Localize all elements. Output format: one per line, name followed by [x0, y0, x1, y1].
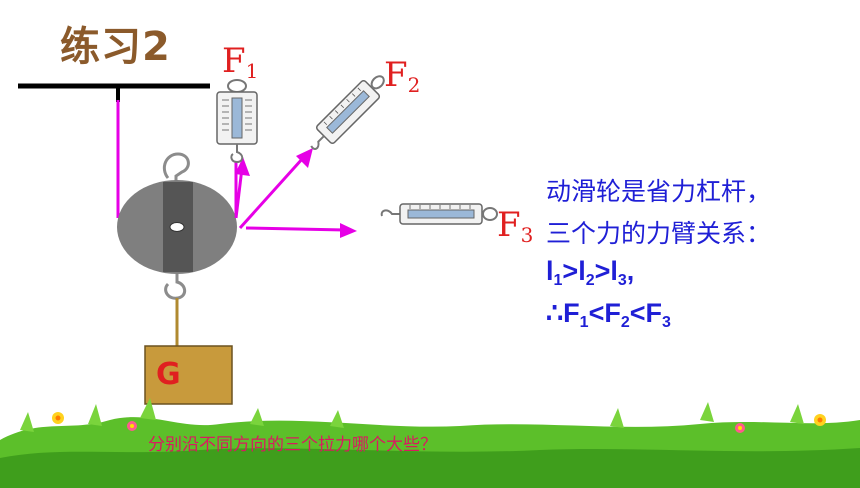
relation-subscript: 1 [553, 272, 563, 289]
force-arrow-2 [238, 148, 313, 230]
explanation-line-2: 三个力的力臂关系： [546, 219, 772, 248]
force-label-text: F [222, 41, 246, 81]
spring-scale-icon [380, 203, 498, 225]
force-label-subscript: 2 [407, 73, 421, 97]
force-label-text: F [384, 55, 408, 95]
relation-part: ∴F [546, 298, 580, 328]
exercise-title: 练习2 [60, 24, 171, 70]
pulley-bottom-hook-icon [164, 274, 187, 300]
force-label-text: F [497, 205, 521, 245]
weight-label: G [156, 357, 181, 392]
force-label-subscript: 3 [520, 223, 534, 247]
relation-part: l [546, 256, 554, 286]
force-label-f3: F3 [497, 208, 533, 245]
force-label-f1: F1 [222, 44, 258, 81]
relation-subscript: 3 [617, 272, 627, 289]
question-text: 分别沿不同方向的三个拉力哪个大些？ [148, 435, 437, 455]
flower-icon [52, 412, 826, 433]
lever-arm-relation: l1>l2>l3, [546, 256, 634, 290]
relation-subscript: 2 [585, 272, 595, 289]
force-label-subscript: 1 [245, 59, 259, 83]
relation-part: <F [588, 298, 621, 328]
force-relation: ∴F1<F2<F3 [546, 298, 671, 332]
force-arrow-1 [234, 157, 250, 219]
spring-scale-icon [216, 79, 258, 164]
relation-part: >l [562, 256, 586, 286]
force-label-f2: F2 [384, 58, 420, 95]
relation-part: >l [594, 256, 618, 286]
relation-subscript: 1 [579, 314, 589, 331]
explanation-line-1: 动滑轮是省力杠杆， [546, 177, 772, 206]
weight-block [144, 345, 233, 405]
force-arrow-3 [245, 223, 357, 238]
grass-border [0, 398, 860, 488]
relation-part: <F [629, 298, 663, 328]
spring-scale-icon [310, 75, 385, 150]
relation-subscript: 2 [620, 314, 630, 331]
relation-subscript: 3 [662, 314, 671, 331]
pulley-top-hook-icon [162, 152, 190, 186]
relation-part: , [626, 256, 635, 286]
pulley-icon [117, 180, 237, 274]
